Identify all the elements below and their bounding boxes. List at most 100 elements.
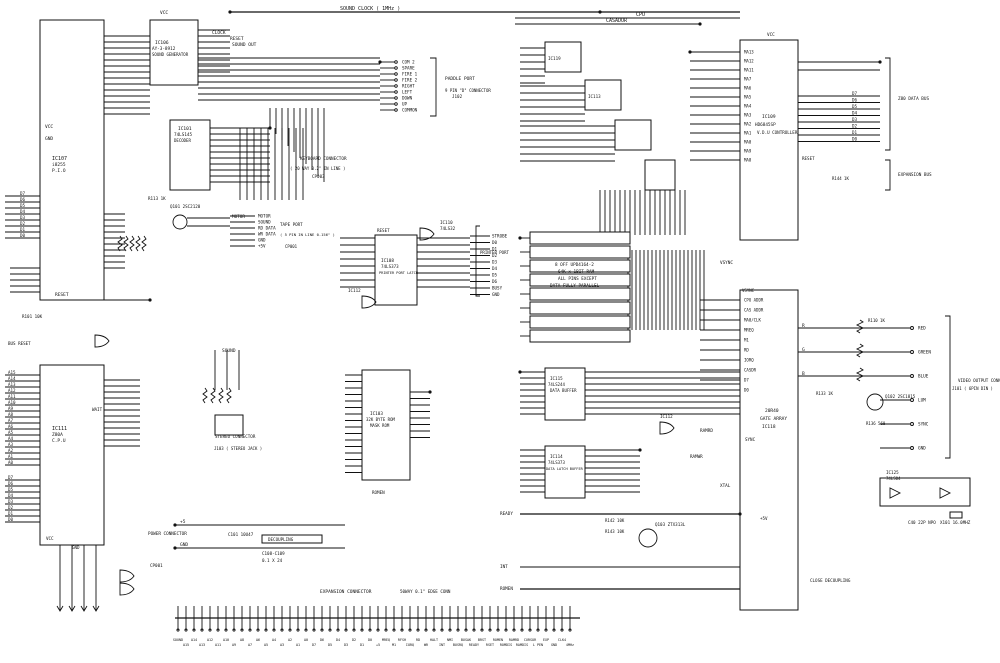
ic107-gnd: GND <box>45 136 53 142</box>
stereo-title: STEREO CONNECTOR <box>215 434 256 439</box>
cpu-data-pin: D2 <box>8 505 14 510</box>
tape-pin-label: GND <box>258 238 266 243</box>
ga-5v: +5V <box>760 516 768 521</box>
crtc-data-pin: D6 <box>852 98 858 103</box>
ic106-desc: SOUND GENERATOR <box>152 52 189 57</box>
edge-pin <box>568 628 572 632</box>
expansion-pin-label: M1 <box>392 643 396 647</box>
expansion-pin-label: CURSOR <box>524 638 537 642</box>
video-pin <box>910 326 914 330</box>
ga-pin-label: MREQ <box>744 328 754 333</box>
ic125-ref: IC125 <box>886 470 899 475</box>
cpu-addr-pin: A9 <box>8 406 14 411</box>
dram-chip <box>529 287 631 301</box>
expansion-sub: 50WAY 0.1" EDGE CONN <box>400 589 451 594</box>
casador-label: CASADOR <box>606 18 628 24</box>
ic112-ref-a: IC112 <box>348 288 361 293</box>
oscillator-block <box>879 477 971 507</box>
expansion-pin-label: L PEN <box>533 643 543 647</box>
video-pin-label: BLUE <box>918 374 929 380</box>
ramwr-label: RAMWR <box>690 454 703 459</box>
cpu-label: CPU <box>636 12 645 18</box>
edge-pin <box>304 628 308 632</box>
expansion-pin-label: GND <box>551 643 557 647</box>
xtal-label: XTAL <box>720 483 731 489</box>
edge-pin <box>512 628 516 632</box>
ga-pin-label: M1 <box>744 338 749 343</box>
wire <box>430 57 437 117</box>
ic107-desc: P.I.O <box>52 168 66 174</box>
wire <box>68 605 76 612</box>
edge-pin <box>360 628 364 632</box>
wire <box>117 235 123 252</box>
junction-dot <box>638 448 642 452</box>
tape-title: TAPE PORT <box>280 222 303 227</box>
edge-pin <box>352 628 356 632</box>
ic108-part: 74LS373 <box>381 264 399 269</box>
ga-pin-label: D0 <box>744 388 749 393</box>
ready-label: READY <box>500 511 513 517</box>
video-pin <box>910 374 914 378</box>
cpu-addr-pin: A13 <box>8 382 16 387</box>
edge-pin <box>320 628 324 632</box>
tape-pin-label: RD DATA <box>258 226 276 231</box>
rgb-output-pin: B <box>802 371 805 377</box>
r140-label: R142 10K <box>605 518 625 523</box>
expansion-pin-label: A11 <box>215 643 221 647</box>
paddle-pin-label: LEFT <box>402 90 413 95</box>
pio-data-pin: D3 <box>20 215 26 220</box>
connector-pin <box>394 108 398 112</box>
edge-pin <box>232 628 236 632</box>
x101-label: X101 16.0MHZ <box>940 520 971 525</box>
edge-pin <box>344 628 348 632</box>
c108-label: C108-C109 <box>262 551 285 556</box>
wire <box>94 334 110 348</box>
crtc-ma-pin: MA0 <box>744 140 752 145</box>
printer-pin-label: D6 <box>492 279 498 284</box>
ic109-body <box>739 39 799 241</box>
reset-label-2: RESET <box>55 292 69 298</box>
expansion-pin-label: A8 <box>240 638 244 642</box>
ic107-body <box>39 19 105 301</box>
edge-pin <box>336 628 340 632</box>
q103-label: Q103 ZTX313L <box>655 522 686 527</box>
expansion-pin-label: A6 <box>256 638 260 642</box>
junction-dot <box>228 10 232 14</box>
printer-pin-label: BUSY <box>492 286 503 291</box>
edge-pin <box>288 628 292 632</box>
wire <box>226 387 232 404</box>
r113-label: R113 1K <box>148 196 166 201</box>
tape-pin-label: +5V <box>258 244 266 249</box>
tape-pin-label: WR DATA <box>258 232 276 237</box>
connector-pin <box>394 84 398 88</box>
ic106-part: AY-3-8912 <box>152 46 176 52</box>
edge-pin <box>416 628 420 632</box>
paddle-ref: J102 <box>452 94 463 99</box>
printer-port-title: PRINTER PORT <box>480 250 509 255</box>
expansion-pin-label: D3 <box>344 643 348 647</box>
expansion-pin-label: A10 <box>223 638 229 642</box>
connector-pin <box>394 90 398 94</box>
ic101-part: 74LS145 <box>174 132 193 138</box>
ic101-desc: DECODER <box>174 138 191 143</box>
c40-label: C40 22P NPO <box>908 520 936 525</box>
crtc-data-pin: D4 <box>852 111 858 116</box>
c109-label: 0.1 X 24 <box>262 558 283 563</box>
dram-chip <box>529 329 631 343</box>
expansion-pin-label: ROMDIS <box>500 643 512 647</box>
tape-sub: ( 5 PIN IN LINE 0.156" ) <box>280 232 335 237</box>
printer-pin-label: D1 <box>492 247 498 252</box>
ic115-desc: DATA BUFFER <box>550 388 577 393</box>
edge-pin <box>464 628 468 632</box>
bus-reset-label: BUS RESET <box>8 341 31 346</box>
r131-label: R133 1K <box>816 391 833 396</box>
expansion-pin-label: BRST <box>478 638 486 642</box>
crtc-ma-pin: MA7 <box>744 77 752 82</box>
close-decoupling-label: CLOSE DECOUPLING <box>810 578 851 583</box>
expansion-pin-label: A1 <box>296 643 300 647</box>
edge-pin <box>456 628 460 632</box>
power-5v: +5 <box>180 519 186 525</box>
ic109-desc: V.D.U CONTROLLER <box>757 130 798 135</box>
crtc-ma-pin: MA3 <box>744 113 752 118</box>
edge-pin <box>272 628 276 632</box>
